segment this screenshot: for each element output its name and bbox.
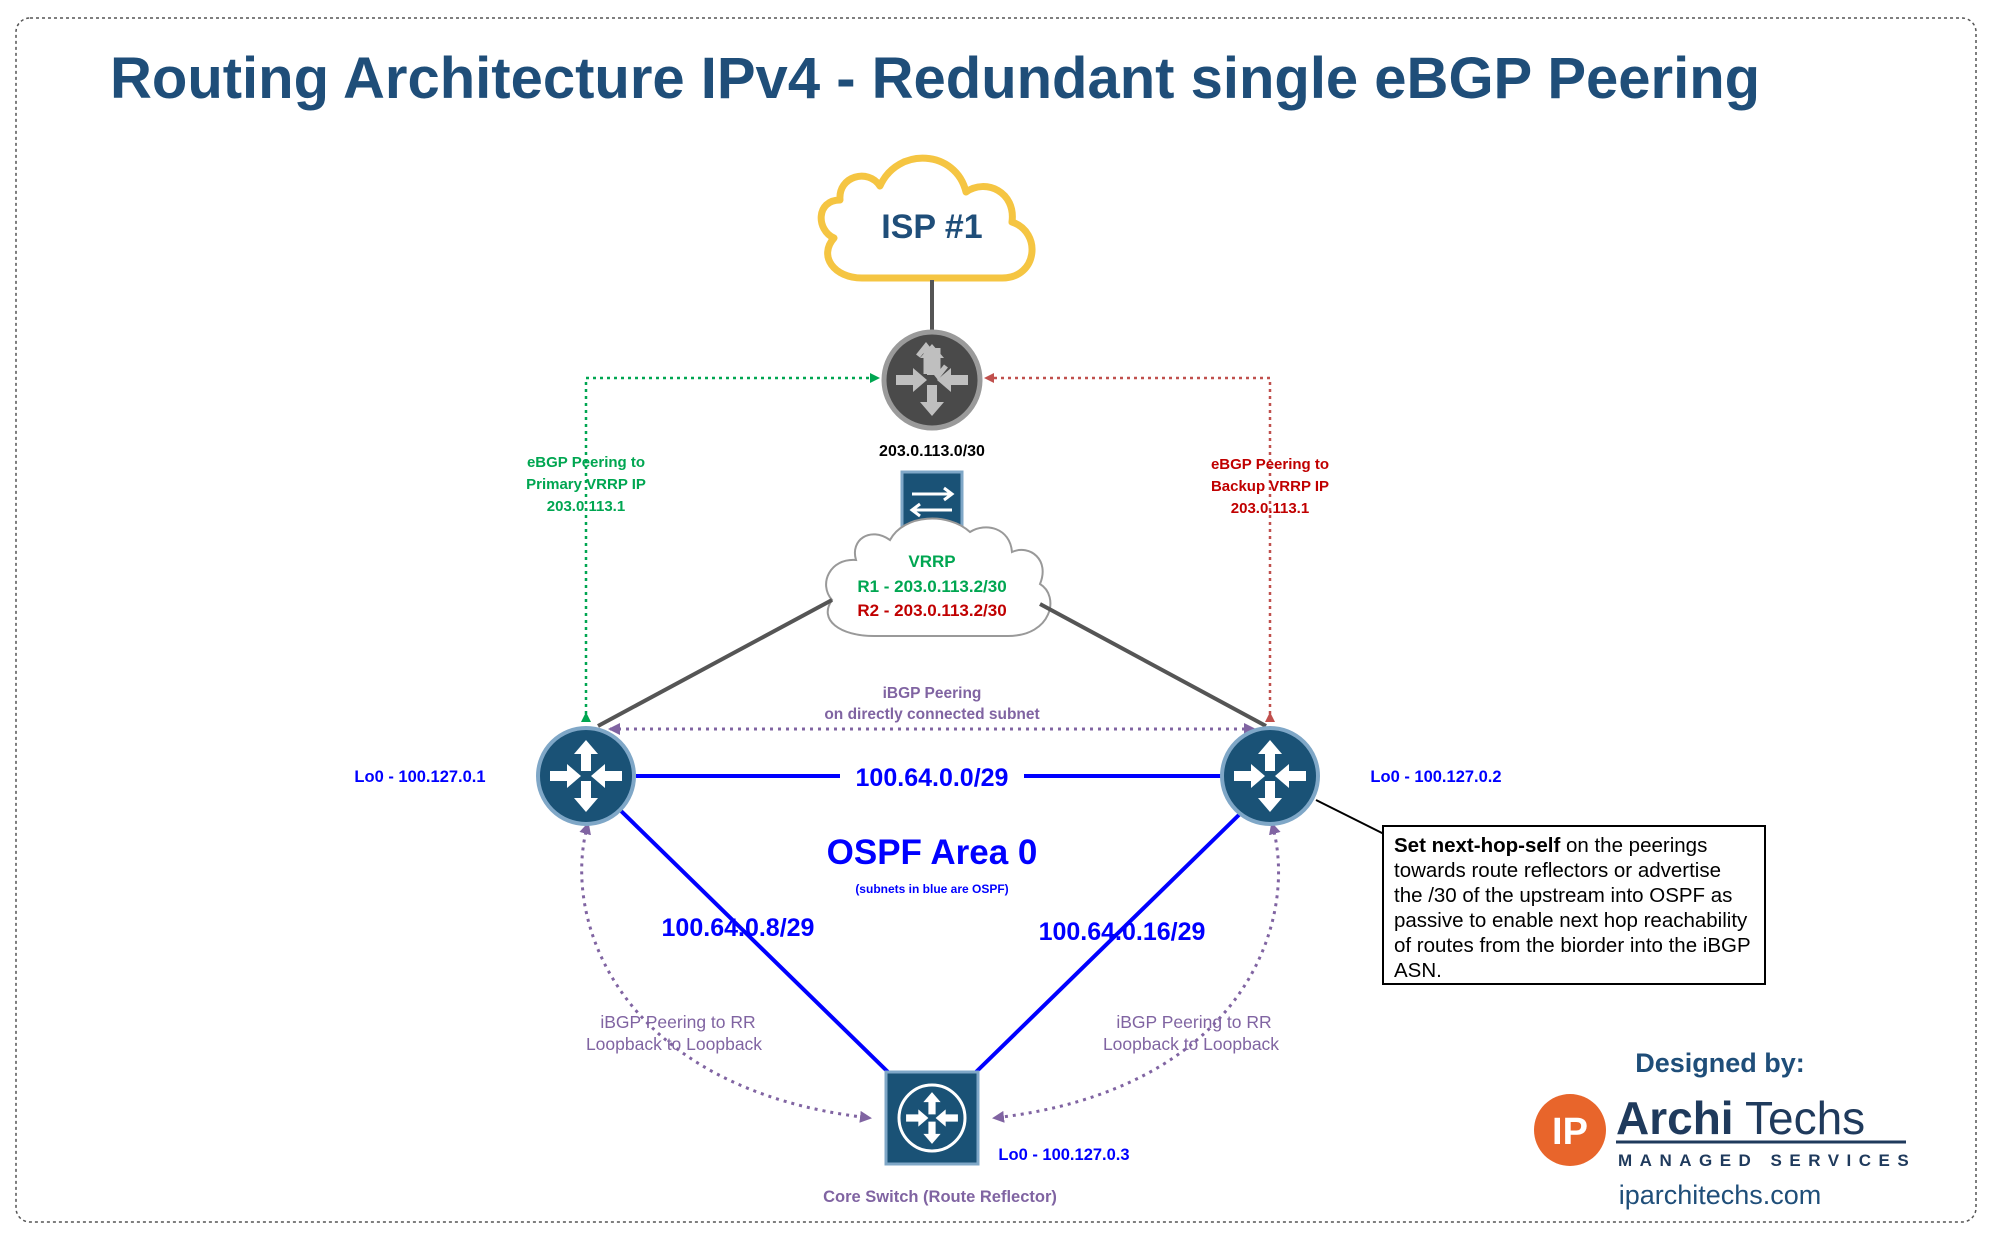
ebgp-primary-l3: 203.0.113.1 [547, 498, 625, 515]
router-right-arrows-glyph-arrow [1258, 740, 1282, 771]
page-frame [15, 17, 1977, 1223]
router-right-arrows-glyph-arrow [1258, 781, 1282, 812]
router-left-loopback: Lo0 - 100.127.0.1 [354, 768, 485, 786]
isp-router-arrows-glyph [896, 344, 968, 416]
link-left-label: 100.64.0.8/29 [662, 914, 815, 942]
core-switch-loopback: Lo0 - 100.127.0.3 [998, 1146, 1129, 1164]
router-right-arrows-glyph-arrow [1234, 764, 1265, 788]
router-left-arrows-glyph-arrow [591, 764, 622, 788]
core-switch-icon [884, 1070, 980, 1166]
ebgp-primary-l2: Primary VRRP IP [526, 476, 646, 493]
ibgp-direct-l1: iBGP Peering [883, 685, 982, 702]
router-left-arrows-glyph-arrow [550, 764, 581, 788]
vrrp-r1: R1 - 203.0.113.2/30 [857, 577, 1006, 596]
ebgp-backup-l3: 203.0.113.1 [1231, 500, 1309, 517]
router-arrow-glyphs [550, 344, 1306, 1144]
vrrp-link-left [597, 598, 833, 728]
link-top-label: 100.64.0.0/29 [856, 764, 1009, 792]
ebgp-primary-path [581, 373, 880, 722]
core-switch-arrows-glyph-arrow [923, 1121, 941, 1144]
link-top-bg [840, 760, 1024, 792]
core-switch-arrows-glyph [906, 1092, 958, 1144]
ibgp-rr-right-l2: Loopback to Loopback [1103, 1034, 1279, 1054]
vrrp-link-right [1039, 602, 1267, 728]
isp-label: ISP #1 [881, 208, 982, 246]
isp-subnet-label: 203.0.113.0/30 [879, 443, 985, 460]
page-title: Routing Architecture IPv4 - Redundant si… [110, 46, 1760, 111]
ebgp-backup-path [984, 373, 1275, 722]
isp-router-arrows-glyph-arrow [937, 368, 968, 392]
router-left-arrows-glyph [550, 740, 622, 812]
ibgp-rr-left-l2: Loopback to Loopback [586, 1034, 762, 1054]
note-text: on the peerings towards route reflectors… [1394, 834, 1751, 982]
ospf-title: OSPF Area 0 [827, 833, 1038, 872]
router-right-loopback: Lo0 - 100.127.0.2 [1370, 768, 1501, 786]
architechs-logo: IP Archi Techs MANAGED SERVICES [1534, 1092, 1916, 1170]
logo-tagline: MANAGED SERVICES [1618, 1151, 1916, 1170]
ibgp-rr-left-l1: iBGP Peering to RR [600, 1012, 755, 1032]
router-right-arrows-glyph-arrow [1275, 764, 1306, 788]
logo-brand-1: Archi [1616, 1092, 1734, 1144]
core-switch-arrows-glyph-arrow [906, 1109, 929, 1127]
router-left-arrows-glyph-arrow [574, 740, 598, 771]
core-switch-name: Core Switch (Route Reflector) [823, 1188, 1057, 1206]
vrrp-title: VRRP [908, 552, 955, 571]
next-hop-note: Set next-hop-self on the peerings toward… [1382, 825, 1766, 985]
isp-cloud [817, 154, 1036, 282]
note-connector [1315, 799, 1385, 835]
link-right-label: 100.64.0.16/29 [1039, 918, 1206, 946]
router-right-icon [1220, 726, 1320, 826]
ebgp-backup-l1: eBGP Peering to [1211, 456, 1329, 473]
ospf-subtitle: (subnets in blue are OSPF) [855, 882, 1008, 896]
router-right-arrows-glyph [1234, 740, 1306, 812]
vrrp-r2: R2 - 203.0.113.2/30 [857, 601, 1006, 620]
note-bold: Set next-hop-self [1394, 834, 1561, 857]
website-url: iparchitechs.com [1619, 1180, 1822, 1210]
logo-brand-2: Techs [1745, 1092, 1865, 1144]
core-switch-arrows-glyph-arrow [935, 1109, 958, 1127]
isp-router-arrows-glyph-arrow [920, 344, 944, 375]
isp-router-arrows-glyph-arrow [896, 368, 927, 392]
ebgp-backup-l2: Backup VRRP IP [1211, 478, 1329, 495]
designed-by-label: Designed by: [1635, 1048, 1805, 1078]
logo-badge-text: IP [1552, 1111, 1588, 1153]
router-left-arrows-glyph-arrow [574, 781, 598, 812]
ibgp-rr-right-l1: iBGP Peering to RR [1116, 1012, 1271, 1032]
ibgp-direct-l2: on directly connected subnet [824, 706, 1039, 723]
router-left-icon [536, 726, 636, 826]
ibgp-rr-left-path [579, 822, 872, 1123]
ebgp-primary-l1: eBGP Peering to [527, 454, 645, 471]
core-switch-arrows-glyph-arrow [923, 1092, 941, 1115]
isp-router-arrows-glyph-arrow [920, 385, 944, 416]
